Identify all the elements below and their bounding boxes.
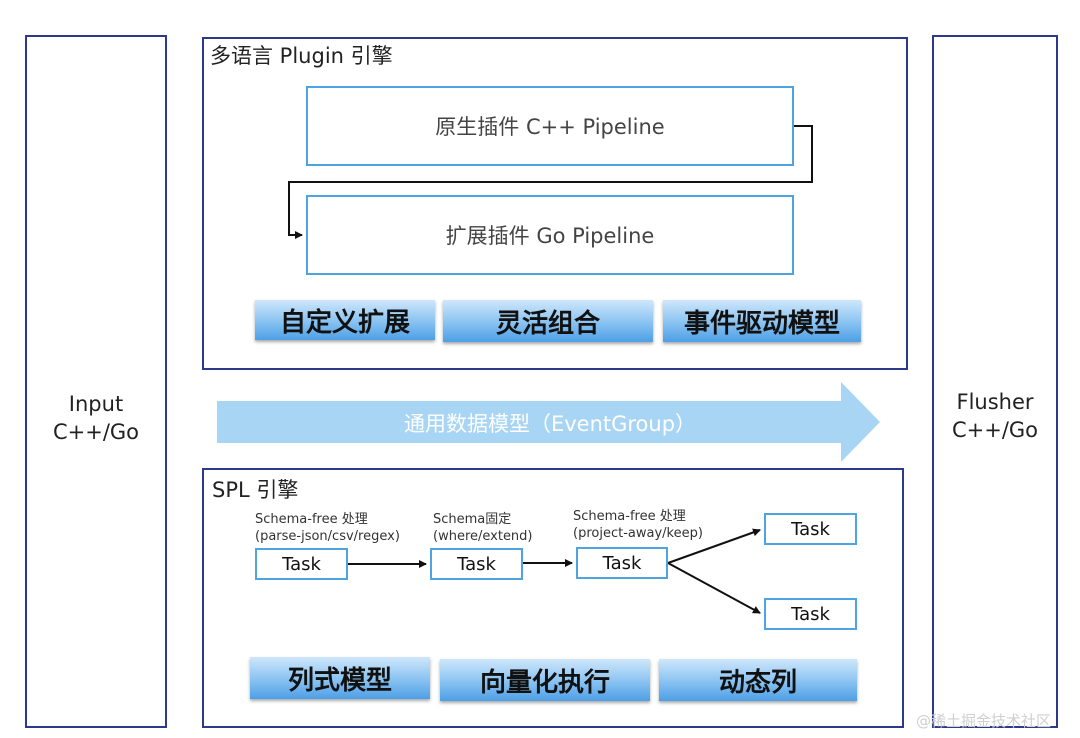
plugin-feature-flexible-combination: 灵活组合 [443,300,653,342]
task-label: Task [282,553,321,575]
stage3-caption: Schema-free 处理 (project-away/keep) [573,508,703,542]
plugin-feature-custom-extension: 自定义扩展 [255,300,435,340]
stage1-caption-line1: Schema-free 处理 [255,512,368,527]
plugin-engine-title: 多语言 Plugin 引擎 [210,44,393,68]
spl-feature-columnar-model: 列式模型 [250,657,430,699]
native-pipeline-box: 原生插件 C++ Pipeline [306,86,794,166]
watermark: @稀土掘金技术社区 [916,712,1052,730]
stage2-caption-line2: (where/extend) [433,529,533,544]
task-box: Task [576,547,668,579]
flusher-panel: Flusher C++/Go [932,35,1058,728]
data-model-label: 通用数据模型（EventGroup） [403,412,697,436]
spl-feature-label: 动态列 [718,667,797,698]
flusher-label-line1: Flusher [956,390,1034,414]
input-label-line1: Input [68,392,124,416]
spl-feature-dynamic-columns: 动态列 [659,659,857,701]
spl-feature-vectorized-execution: 向量化执行 [440,659,650,701]
spl-feature-label: 列式模型 [287,665,392,696]
data-model-arrow [217,382,880,462]
stage2-caption-line1: Schema固定 [433,512,512,527]
spl-feature-label: 向量化执行 [479,667,610,698]
stage2-caption: Schema固定 (where/extend) [433,511,533,545]
input-panel: Input C++/Go [25,35,167,728]
spl-engine-title: SPL 引擎 [212,478,299,502]
stage3-caption-line2: (project-away/keep) [573,526,703,541]
task-label: Task [791,603,830,625]
task-box: Task [255,548,348,580]
native-pipeline-label: 原生插件 C++ Pipeline [435,115,665,139]
stage3-caption-line1: Schema-free 处理 [573,509,686,524]
flusher-label-line2: C++/Go [951,418,1039,442]
stage1-caption-line2: (parse-json/csv/regex) [255,529,400,544]
plugin-feature-label: 自定义扩展 [279,307,410,338]
task-label: Task [602,552,642,574]
plugin-feature-event-driven: 事件驱动模型 [663,300,861,342]
extension-pipeline-box: 扩展插件 Go Pipeline [306,195,794,275]
branch-task-box-bottom: Task [764,598,857,630]
plugin-feature-label: 灵活组合 [495,308,600,339]
task-box: Task [430,548,523,580]
extension-pipeline-label: 扩展插件 Go Pipeline [445,224,655,248]
task-label: Task [457,553,496,575]
stage1-caption: Schema-free 处理 (parse-json/csv/regex) [255,511,400,545]
task-label: Task [791,518,830,540]
plugin-feature-label: 事件驱动模型 [683,308,840,339]
input-label-line2: C++/Go [52,420,140,444]
branch-task-box-top: Task [764,513,857,545]
